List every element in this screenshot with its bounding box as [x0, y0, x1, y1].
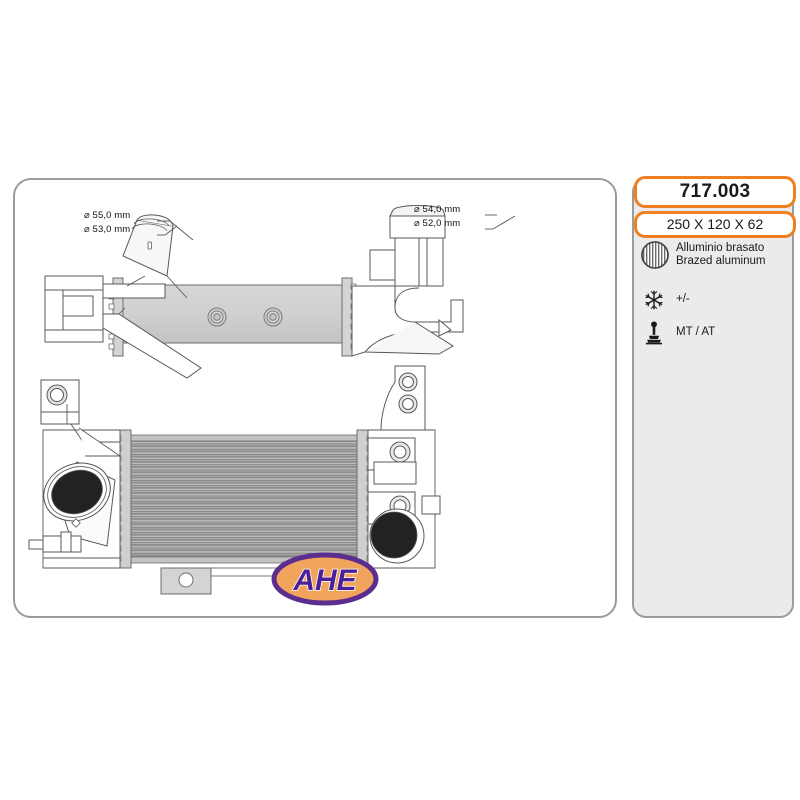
right-outlet-port: [369, 508, 425, 564]
spec-climate: +/-: [642, 288, 792, 312]
left-mount-bracket: [44, 275, 104, 343]
front-view-drawing: [28, 365, 441, 595]
ahe-logo: AHE: [271, 552, 379, 606]
left-top-bracket: [40, 379, 80, 425]
top-view-drawing: [44, 205, 464, 379]
left-bottom-connector: [28, 531, 120, 559]
spec-material-label-it: Alluminio brasato: [676, 241, 765, 254]
snowflake-icon: [642, 288, 666, 312]
technical-drawing: [28, 205, 464, 595]
spec-climate-label: +/-: [676, 293, 690, 306]
gear-shifter-icon: [642, 320, 666, 346]
product-dimensions-badge: 250 X 120 X 62: [634, 211, 796, 238]
technical-drawing-panel: ⌀ 55,0 mm ⌀ 53,0 mm ⌀ 54,0 mm ⌀ 52,0 mm …: [13, 178, 617, 618]
callout-outlet-outer: ⌀ 54,0 mm: [414, 204, 461, 215]
spec-transmission-label: MT / AT: [676, 326, 716, 339]
callout-outlet-inner: ⌀ 52,0 mm: [414, 218, 461, 229]
product-code-badge: 717.003: [634, 176, 796, 208]
spec-material-label-en: Brazed aluminum: [676, 255, 766, 267]
boss-circles: [207, 307, 283, 327]
right-outlet-neck: [351, 205, 464, 357]
callout-inlet-outer: ⌀ 55,0 mm: [84, 210, 131, 221]
right-top-bracket: [380, 365, 426, 431]
left-inlet-neck: [122, 214, 174, 277]
product-info-panel: 717.003 250 X 120 X 62 Alluminio brasato…: [632, 176, 796, 618]
left-inlet-port: [43, 461, 116, 547]
spec-transmission: MT / AT: [642, 320, 792, 346]
hatched-circle-icon: [640, 240, 670, 270]
callout-inlet-inner: ⌀ 53,0 mm: [84, 224, 131, 235]
ahe-logo-text: AHE: [292, 564, 357, 597]
